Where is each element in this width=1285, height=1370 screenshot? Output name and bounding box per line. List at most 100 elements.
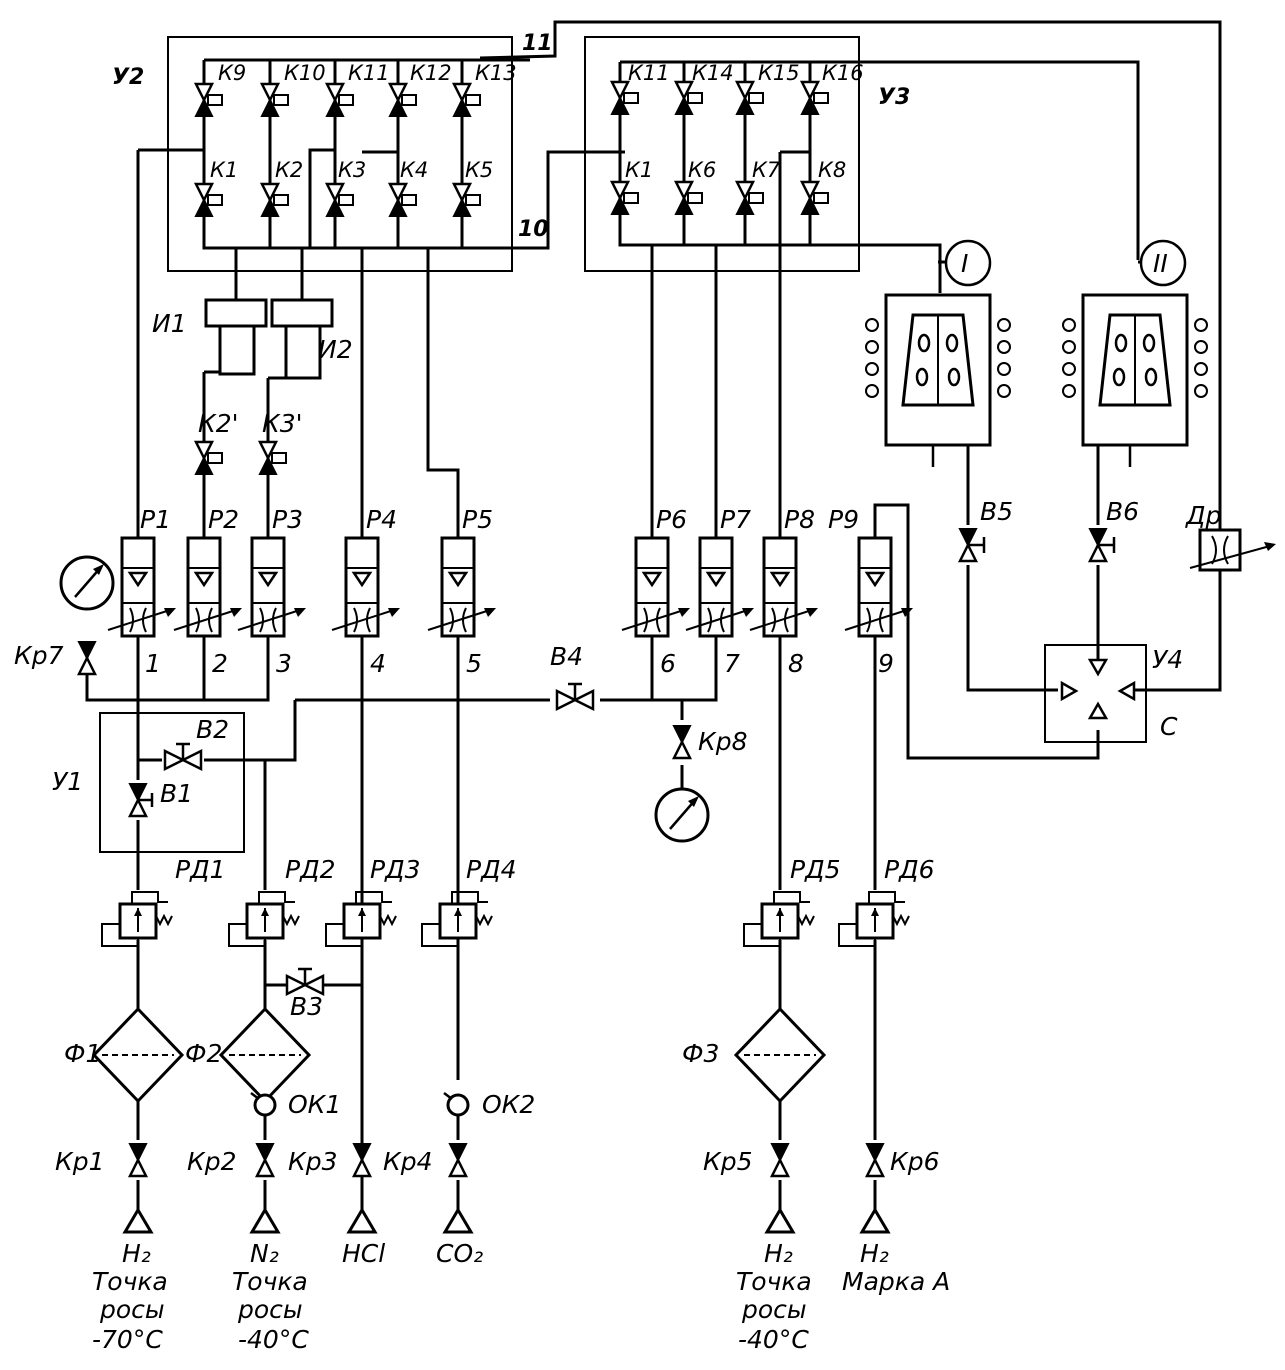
label-b6: В6 [1106,497,1139,526]
check-valve-ok2 [442,1091,470,1117]
svg-text:Кр7: Кр7 [14,641,64,670]
svg-text:Кр4: Кр4 [383,1147,433,1176]
svg-text:К5: К5 [465,158,493,182]
svg-text:росы: росы [99,1295,165,1324]
label-choke: Др [1185,501,1221,530]
svg-text:К2: К2 [275,158,303,182]
svg-text:К4: К4 [400,158,428,182]
label-u4: У4 [1152,645,1183,674]
label-b3: В3 [290,992,323,1021]
regulator-labels: РД1 РД2 РД3 РД4 РД5 РД6 [175,855,935,884]
rotameters [106,536,915,638]
svg-text:Р6: Р6 [656,505,687,534]
svg-text:Кр1: Кр1 [55,1147,105,1176]
pressure-gauge-bottom [654,787,710,843]
svg-text:Точка: Точка [232,1267,308,1296]
label-i1: И1 [152,309,187,338]
gas-caption-co2: CO₂ [436,1239,483,1268]
label-line-10: 10 [518,217,549,242]
u2-valves-bot [194,182,482,218]
u2-bot-labels: К1 К2 К3 К4 К5 [210,158,493,182]
label-ok1: ОК1 [288,1090,341,1119]
gas-caption-n2: N₂ Точка росы -40°С [232,1239,309,1354]
label-b4: В4 [550,642,583,671]
unit-u3-box [584,36,860,272]
svg-text:К11: К11 [348,61,390,85]
svg-text:Кр2: Кр2 [187,1147,237,1176]
svg-text:Р8: Р8 [784,505,815,534]
valve-b5 [958,527,986,563]
svg-text:К16: К16 [822,61,864,85]
label-k3-prime: К3' [262,409,303,438]
u3-top-labels: К11 К14 К15 К16 [628,61,864,85]
humidifier-i1 [204,298,268,376]
valve-b1 [128,782,154,818]
gas-caption-h2-grade-a: H₂ Марка А [842,1239,950,1296]
svg-text:К15: К15 [758,61,800,85]
svg-text:9: 9 [878,649,894,678]
label-i2: И2 [318,335,353,364]
check-valve-ok1 [249,1091,277,1117]
svg-text:Р2: Р2 [208,505,239,534]
svg-text:-40°С: -40°С [238,1325,309,1354]
label-f3: Ф3 [682,1039,719,1068]
svg-text:РД5: РД5 [790,855,841,884]
tap-labels: Кр7 Кр8 Кр1 Кр2 Кр3 Кр4 Кр5 Кр6 [14,641,940,1176]
svg-text:К12: К12 [410,61,452,85]
svg-text:Р1: Р1 [140,505,171,534]
label-f2: Ф2 [185,1039,222,1068]
u3-valves [610,80,830,216]
gas-caption-h2-70: H₂ Точка росы -70°С [92,1239,168,1354]
svg-text:6: 6 [660,649,676,678]
label-reactor-i: I [961,249,968,278]
svg-text:-40°С: -40°С [738,1325,809,1354]
label-b2: В2 [196,715,229,744]
svg-text:РД3: РД3 [370,855,421,884]
svg-text:РД4: РД4 [466,855,517,884]
tap-kr8 [672,724,692,760]
filter-f1 [92,1007,184,1103]
svg-text:Марка А: Марка А [842,1267,950,1296]
label-line-11: 11 [522,31,553,56]
unit-u2-box [167,36,513,272]
svg-text:-70°С: -70°С [92,1325,163,1354]
svg-text:РД1: РД1 [175,855,226,884]
label-c: С [1160,712,1178,741]
svg-text:Р4: Р4 [366,505,397,534]
distributor-u4 [1060,658,1136,720]
u3-bot-labels: К1 К6 К7 К8 [625,158,846,182]
line-number-labels: 1 2 3 4 5 6 7 8 9 [145,649,894,678]
valve-b4 [555,682,595,711]
u2-valves-top [194,82,482,118]
unit-u1-box [99,712,245,853]
svg-text:1: 1 [145,649,161,678]
svg-text:H₂: H₂ [764,1239,793,1268]
svg-text:К13: К13 [475,61,517,85]
gas-caption-h2-40: H₂ Точка росы -40°С [736,1239,812,1354]
svg-text:РД6: РД6 [884,855,935,884]
valve-b3 [285,967,325,996]
label-k2-prime: К2' [198,409,239,438]
svg-text:3: 3 [276,649,292,678]
piping [85,20,1222,1215]
svg-text:К3: К3 [338,158,366,182]
gas-sources [123,1208,890,1234]
svg-text:Точка: Точка [92,1267,168,1296]
regulators [100,890,911,948]
svg-text:РД2: РД2 [285,855,336,884]
bottom-taps [128,1142,885,1178]
label-f1: Ф1 [64,1039,101,1068]
label-b5: В5 [980,497,1013,526]
svg-text:Р3: Р3 [272,505,303,534]
svg-text:Кр8: Кр8 [698,727,748,756]
reactor-i [864,239,1012,469]
u2-top-labels: К9 К10 К11 К12 К13 [218,61,517,85]
svg-text:К6: К6 [688,158,716,182]
svg-text:7: 7 [724,649,740,678]
svg-text:К7: К7 [752,158,781,182]
svg-text:Р7: Р7 [720,505,751,534]
label-ok2: ОК2 [482,1090,535,1119]
svg-text:К10: К10 [284,61,326,85]
choke-dr [1189,528,1276,572]
